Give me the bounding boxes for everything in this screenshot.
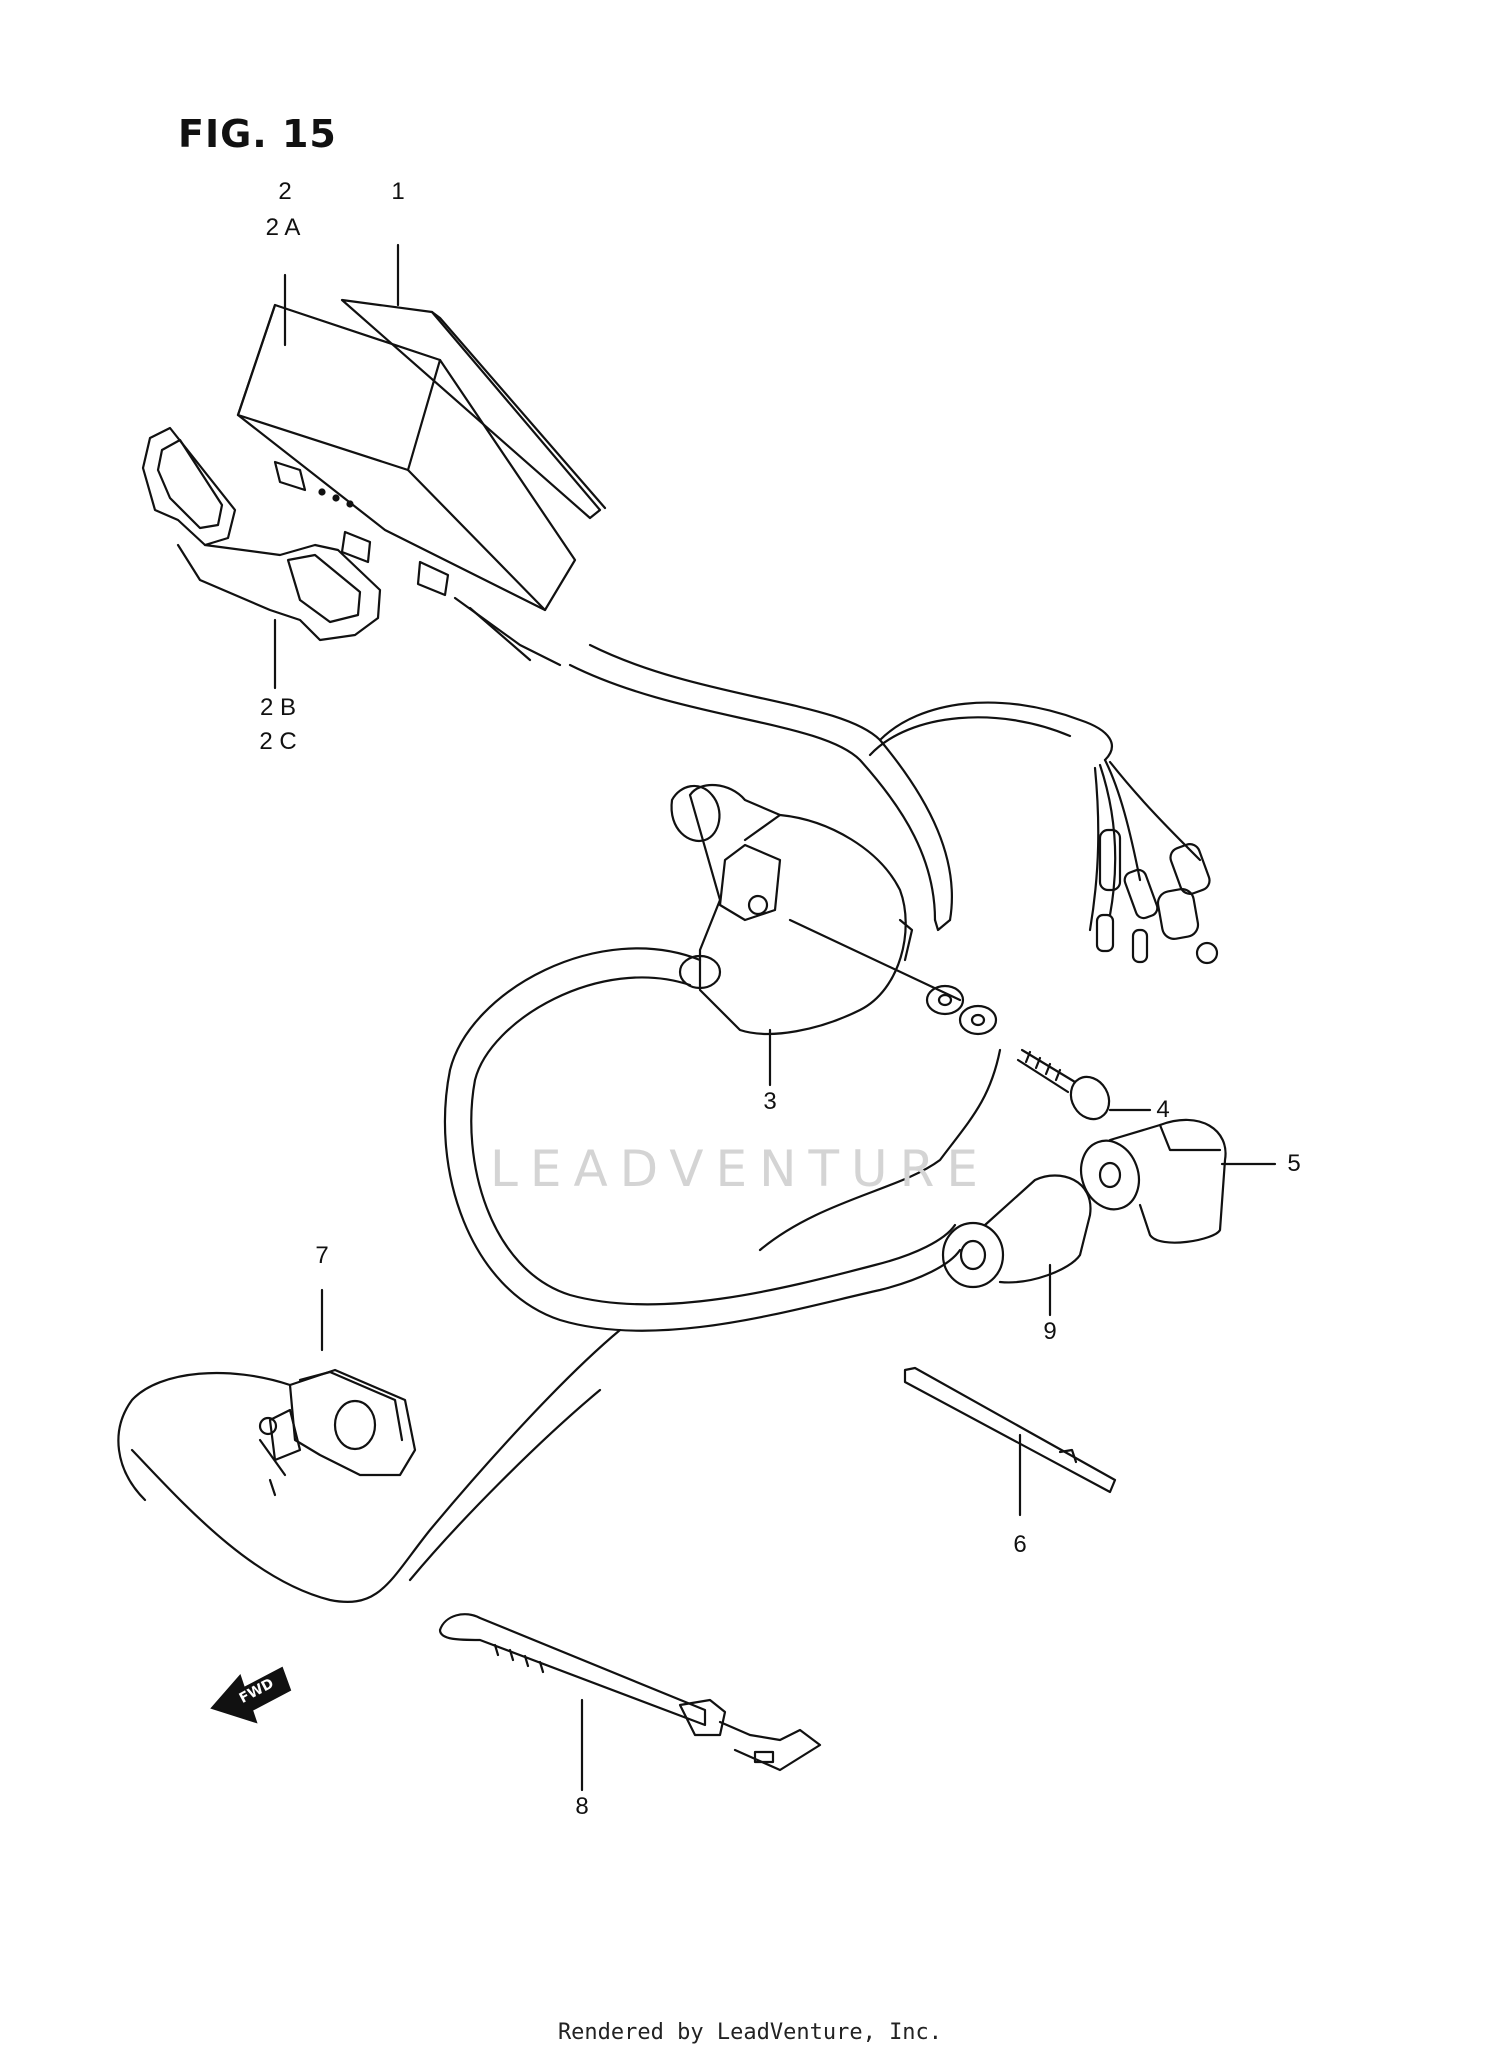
connector-terminals	[1095, 828, 1219, 965]
callout-3: 3	[763, 1088, 777, 1115]
rubber-cap-part-9	[941, 1174, 1092, 1317]
bracket-part-2b	[141, 426, 382, 642]
footer-credit: Rendered by LeadVenture, Inc.	[557, 2020, 943, 2045]
spark-plug-cap-part-5	[1079, 1118, 1277, 1244]
high-tension-cord	[130, 947, 962, 1603]
ignition-coil-part-3	[670, 783, 962, 1036]
callout-1: 1	[391, 178, 405, 205]
callout-6: 6	[1013, 1531, 1027, 1558]
wire-harness	[568, 643, 1202, 1252]
leader-lines	[273, 243, 772, 1087]
watermark-text: LEADVENTURE	[490, 1140, 990, 1198]
callout-8: 8	[575, 1793, 589, 1820]
cdi-unit-part-1	[236, 303, 577, 667]
cable-tie-part-6	[903, 1366, 1117, 1517]
stop-switch-part-7	[117, 1288, 417, 1502]
cushion-plate-part-2	[340, 298, 607, 520]
callout-5: 5	[1287, 1150, 1301, 1177]
callout-2b: 2 B	[259, 694, 297, 721]
callout-2c: 2 C	[259, 728, 297, 755]
forward-arrow-icon: FWD	[210, 1666, 292, 1724]
washers	[925, 984, 998, 1036]
figure-title: FIG. 15	[178, 112, 337, 156]
cable-tie-part-8	[438, 1613, 822, 1792]
callout-2a: 2 A	[265, 214, 301, 241]
bolt-part-4	[1016, 1048, 1152, 1121]
callout-2: 2	[278, 178, 292, 205]
callout-9: 9	[1043, 1318, 1057, 1345]
callout-4: 4	[1156, 1096, 1170, 1123]
callout-7: 7	[315, 1242, 329, 1269]
